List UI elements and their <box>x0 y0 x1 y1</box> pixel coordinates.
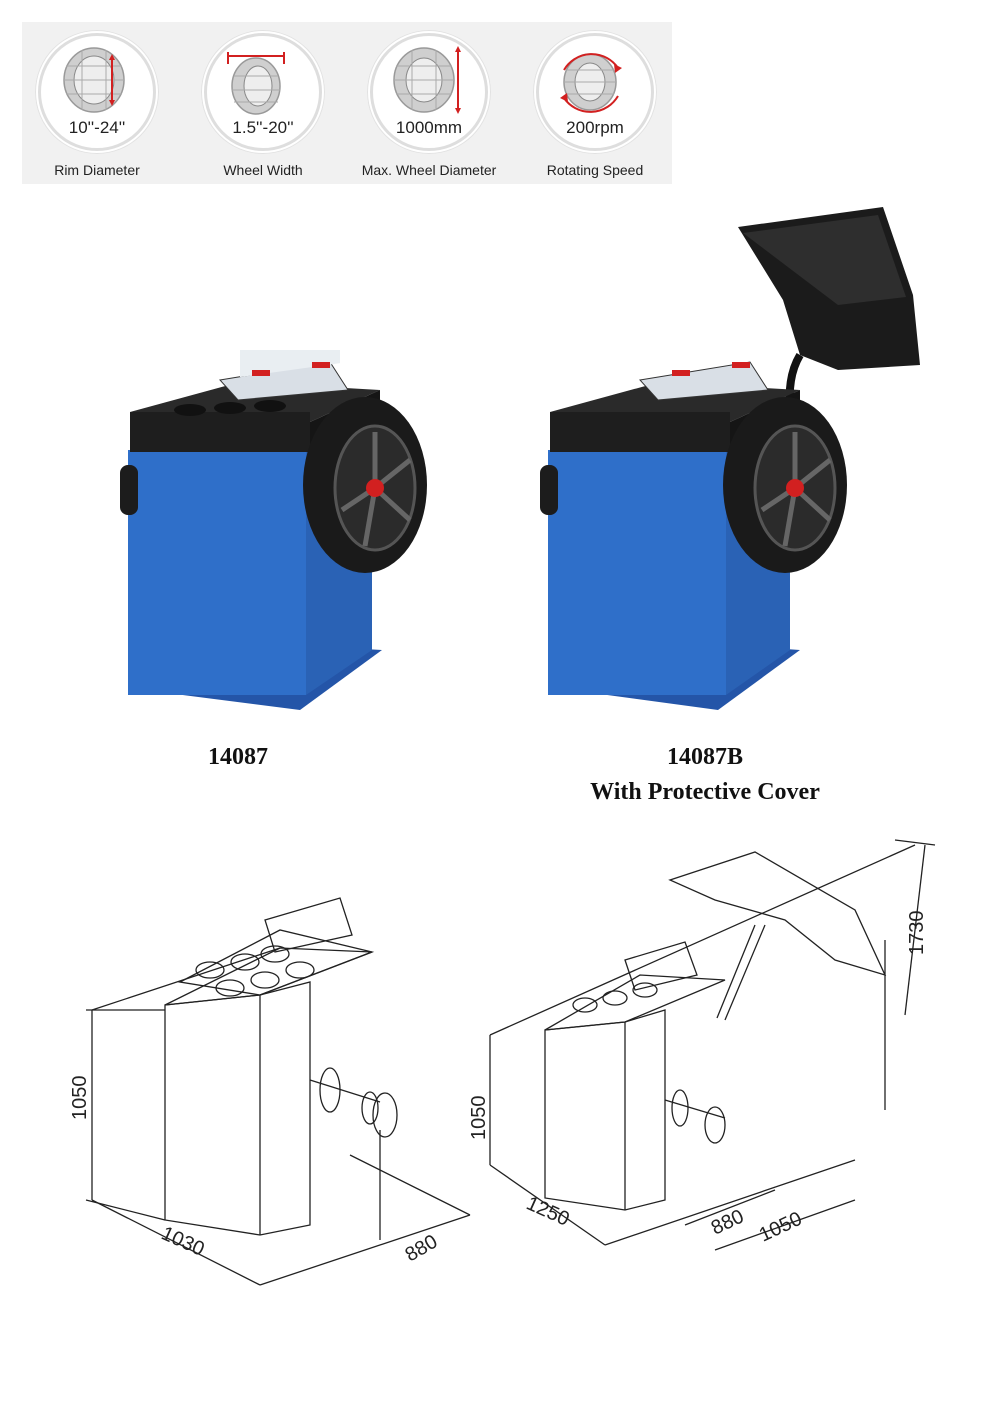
wheel-diameter-icon <box>393 46 461 114</box>
rim-diameter-icon <box>63 47 125 113</box>
dimension-drawing-14087b: 1730 1050 1250 880 1050 <box>468 839 936 1251</box>
spec-max-wheel-diameter: 1000mm Max. Wheel Diameter <box>354 22 504 184</box>
dim-width: 1030 <box>158 1222 208 1260</box>
rotating-speed-icon <box>560 53 622 113</box>
product-image-14087b <box>540 207 920 710</box>
spec-rim-diameter: 10''-24'' Rim Diameter <box>22 22 172 184</box>
spec-wheel-width: 1.5''-20'' Wheel Width <box>188 22 338 184</box>
model-subtitle: With Protective Cover <box>590 779 820 805</box>
spec-strip: 10''-24'' Rim Diameter 1.5''-20'' Wheel … <box>22 22 672 184</box>
spec-value: 200rpm <box>566 118 624 137</box>
dim-base: 1050 <box>756 1208 806 1247</box>
dim-open-height: 1730 <box>906 911 928 956</box>
model-number-14087b: 14087B <box>666 744 743 770</box>
dimension-drawing-14087: 1050 1030 880 <box>69 897 471 1286</box>
dim-depth: 880 <box>708 1205 748 1239</box>
spec-label: Rotating Speed <box>546 162 644 178</box>
dim-height: 1050 <box>468 1096 490 1141</box>
spec-label: Max. Wheel Diameter <box>361 162 497 178</box>
product-image-14087 <box>120 350 427 710</box>
spec-rotating-speed: 200rpm Rotating Speed <box>520 22 670 184</box>
spec-label: Rim Diameter <box>54 162 140 178</box>
spec-value: 1.5''-20'' <box>232 118 294 137</box>
dim-height: 1050 <box>69 1076 91 1121</box>
spec-value: 1000mm <box>395 118 463 137</box>
spec-value: 10''-24'' <box>68 118 126 137</box>
model-number-14087: 14087 <box>208 744 268 770</box>
spec-label: Wheel Width <box>223 162 303 178</box>
wheel-width-icon <box>227 52 285 115</box>
